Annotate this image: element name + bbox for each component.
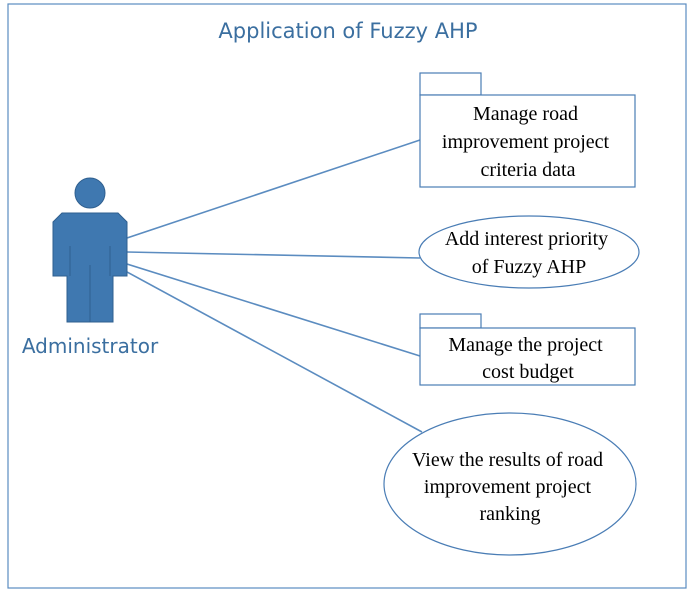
package-tab	[419, 313, 482, 329]
use-case-label-line: of Fuzzy AHP	[472, 256, 586, 278]
package-body	[419, 94, 636, 188]
use-case-label: Manage the project cost budget	[448, 334, 607, 383]
use-case-label: Add interest priority of Fuzzy AHP	[445, 228, 613, 278]
system-boundary	[7, 3, 687, 589]
use-case-label-line: Add interest priority	[445, 228, 608, 250]
use-case-label-line: ranking	[479, 503, 540, 525]
use-case-label-line: improvement project	[424, 476, 592, 498]
use-case-label-line: Manage road	[473, 103, 578, 125]
use-case-label-line: Manage the project	[448, 334, 603, 356]
association-line-1	[126, 139, 421, 239]
use-case-ellipse	[418, 215, 640, 289]
association-line-2	[126, 251, 421, 259]
actor-icon	[52, 177, 128, 323]
use-case-label: View the results of road improvement pro…	[412, 449, 608, 525]
use-case-label-line: View the results of road	[412, 449, 603, 471]
association-line-4	[126, 271, 423, 433]
use-case-manage-criteria-data[interactable]: Manage road improvement project criteria…	[419, 72, 636, 188]
package-body	[419, 327, 636, 386]
use-case-add-interest-priority[interactable]: Add interest priority of Fuzzy AHP	[418, 215, 640, 289]
use-case-view-ranking-results[interactable]: View the results of road improvement pro…	[383, 412, 637, 556]
use-case-ellipse	[383, 412, 637, 556]
use-case-label: Manage road improvement project criteria…	[442, 103, 614, 181]
use-case-label-line: criteria data	[481, 159, 576, 181]
association-line-3	[126, 263, 421, 357]
actor-administrator[interactable]: Administrator	[22, 177, 159, 358]
actor-head	[74, 177, 106, 209]
package-tab	[419, 72, 482, 96]
diagram-title: Application of Fuzzy AHP	[218, 19, 477, 43]
use-case-label-line: cost budget	[482, 361, 574, 383]
actor-label: Administrator	[22, 334, 159, 358]
associations	[126, 139, 423, 433]
use-case-manage-cost-budget[interactable]: Manage the project cost budget	[419, 313, 636, 386]
use-case-label-line: improvement project	[442, 131, 610, 153]
